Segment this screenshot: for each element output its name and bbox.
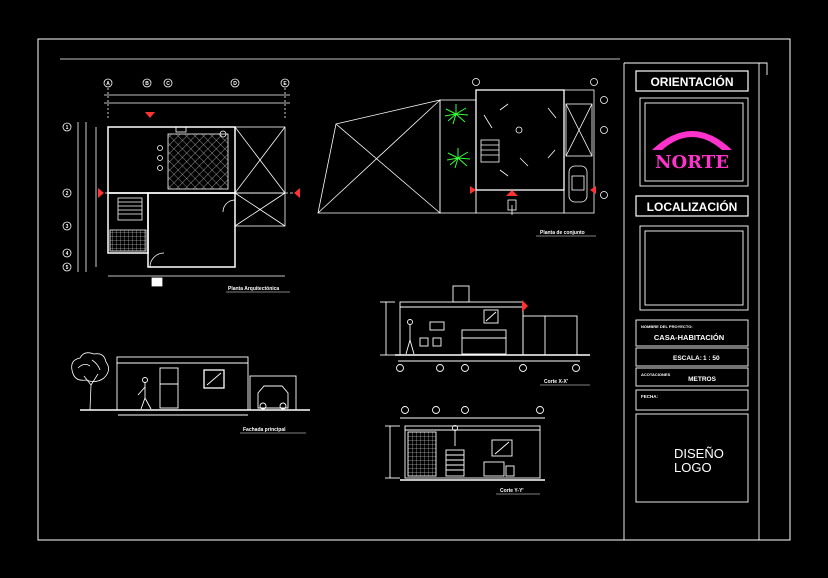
floor-plan <box>62 78 300 287</box>
svg-text:2: 2 <box>66 191 69 197</box>
site-plan-title: Planta de conjunto <box>540 230 585 236</box>
kitchen-tile <box>167 133 229 190</box>
scale-label: ESCALA: <box>673 355 702 362</box>
section-y-title: Corte Y-Y' <box>500 488 524 494</box>
svg-text:A: A <box>106 81 110 87</box>
logo-line2: LOGO <box>674 460 712 475</box>
north-logo <box>652 131 732 150</box>
axis-marks <box>98 112 300 198</box>
svg-text:B: B <box>145 81 149 87</box>
site-plan-marks <box>470 186 596 196</box>
location-title: LOCALIZACIÓN <box>647 199 738 214</box>
section-y <box>385 406 545 481</box>
svg-text:5: 5 <box>66 265 69 271</box>
svg-text:E: E <box>283 81 287 87</box>
column-axis-labels: A B C D E <box>106 81 287 87</box>
units-label: ACOTACIONES <box>641 372 671 377</box>
site-plan-trees <box>444 104 471 169</box>
facade-title: Fachada principal <box>243 427 286 433</box>
svg-text:D: D <box>233 81 237 87</box>
section-x-marks <box>522 300 528 312</box>
facade-tree <box>71 352 109 411</box>
column-axes <box>103 78 290 120</box>
facade <box>80 356 310 416</box>
title-block <box>623 62 768 540</box>
stairs <box>117 197 143 221</box>
site-plan <box>317 78 608 215</box>
orientation-title: ORIENTACIÓN <box>650 74 733 89</box>
sheet-border <box>37 38 791 541</box>
floor-plan-title: Planta Arquitectónica <box>228 286 279 292</box>
row-axes <box>62 122 87 272</box>
svg-text:4: 4 <box>66 251 69 257</box>
date-label: FECHA: <box>641 394 658 399</box>
north-label: NORTE <box>655 152 729 173</box>
svg-text:3: 3 <box>66 224 69 230</box>
project-name: CASA-HABITACIÓN <box>654 333 724 342</box>
section-x <box>380 285 590 372</box>
svg-text:1: 1 <box>66 125 69 131</box>
row-axis-labels: 1 2 3 4 5 <box>66 125 69 271</box>
section-x-title: Corte X-X' <box>544 379 568 385</box>
svg-text:C: C <box>166 81 170 87</box>
units-value: METROS <box>688 376 716 383</box>
project-label: NOMBRE DEL PROYECTO: <box>641 324 693 329</box>
logo-line1: DISEÑO <box>674 446 724 461</box>
scale-value: 1 : 50 <box>703 355 720 362</box>
